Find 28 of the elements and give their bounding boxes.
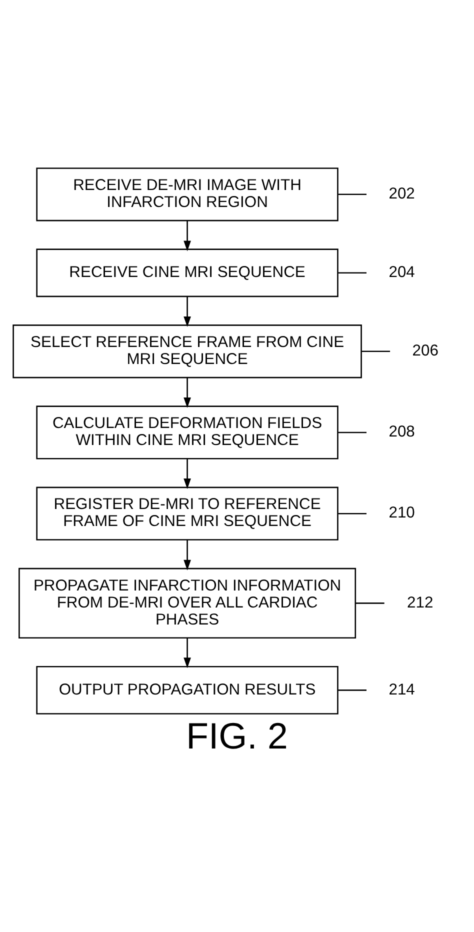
arrow (184, 540, 191, 570)
node-box: CALCULATE DEFORMATION FIELDS WITHIN CINE MRI SEQUENCE (36, 405, 338, 459)
arrow (184, 377, 191, 408)
connector (338, 512, 366, 514)
arrow (184, 458, 191, 489)
connector (338, 272, 366, 274)
arrow (184, 296, 191, 326)
node-text: 214 (388, 680, 415, 698)
connector (338, 193, 366, 195)
node-text: 202 (388, 184, 415, 202)
connector (356, 602, 384, 604)
node-box: REGISTER DE-MRI TO REFERENCE FRAME OF CINE MRI SEQUENCE (36, 486, 338, 540)
arrow (184, 220, 191, 251)
node-box: OUTPUT PROPAGATION RESULTS (36, 666, 338, 714)
node-box: SELECT REFERENCE FRAME FROM CINE MRI SEQUENCE (12, 324, 362, 378)
node-text: 206 (412, 342, 438, 359)
connector (338, 431, 366, 433)
node-text: 204 (388, 263, 415, 280)
node-text: 212 (407, 594, 434, 611)
node-text: 210 (388, 504, 415, 522)
node-box: RECEIVE CINE MRI SEQUENCE (36, 248, 338, 297)
node-box: PROPAGATE INFARCTION INFORMATION FROM DE-MRI OVER ALL CARDIAC PHASES (18, 567, 356, 638)
connector (362, 350, 390, 352)
node-box: RECEIVE DE-MRI IMAGE WITH INFARCTION REGION (36, 167, 338, 221)
arrow (184, 638, 191, 668)
node-text: 208 (388, 423, 415, 440)
caption: FIG. 2 (186, 714, 288, 756)
connector (338, 689, 366, 690)
